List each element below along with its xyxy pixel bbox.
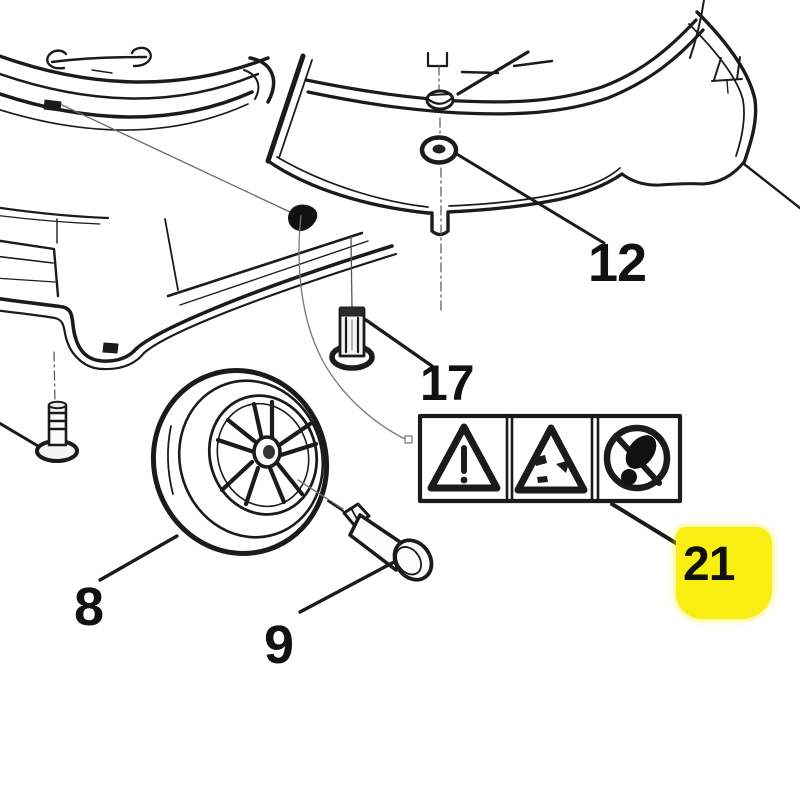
handle-bracket [46, 46, 152, 74]
callout-label-21[interactable]: 21 [683, 538, 735, 591]
right-deck-outline [265, 0, 800, 237]
callout-label-12[interactable]: 12 [588, 233, 647, 293]
highlighted-callout-21[interactable]: 21 [676, 527, 772, 619]
bolt-17 [329, 236, 434, 371]
no-step-prohibition-icon [603, 424, 671, 492]
callout-line-21 [610, 502, 686, 550]
callout-label-8[interactable]: 8 [74, 577, 104, 637]
screw [425, 89, 455, 111]
warning-thrown-objects-triangle-icon [514, 424, 588, 494]
wheel-8 [98, 368, 344, 582]
warning-exclamation-triangle-icon [427, 423, 501, 492]
left-bolt [0, 351, 79, 463]
wheel-spokes [215, 399, 319, 507]
deck-bracket [711, 56, 743, 94]
bolt-9 [298, 500, 434, 614]
callout-line-9 [298, 559, 398, 614]
left-deck-outline [0, 46, 398, 371]
chute-box [0, 239, 60, 298]
callout-line-8 [98, 534, 179, 582]
screw-and-washer-12 [419, 65, 606, 313]
washer-12 [419, 135, 459, 165]
warning-decal [417, 413, 686, 550]
decal-location [288, 204, 413, 444]
u-bracket [426, 51, 449, 68]
callout-label-9[interactable]: 9 [264, 615, 294, 675]
callout-line-17 [364, 318, 434, 368]
callout-label-17[interactable]: 17 [420, 355, 475, 411]
callout-line-12 [453, 151, 606, 245]
callout-line-left-bolt [0, 421, 40, 448]
